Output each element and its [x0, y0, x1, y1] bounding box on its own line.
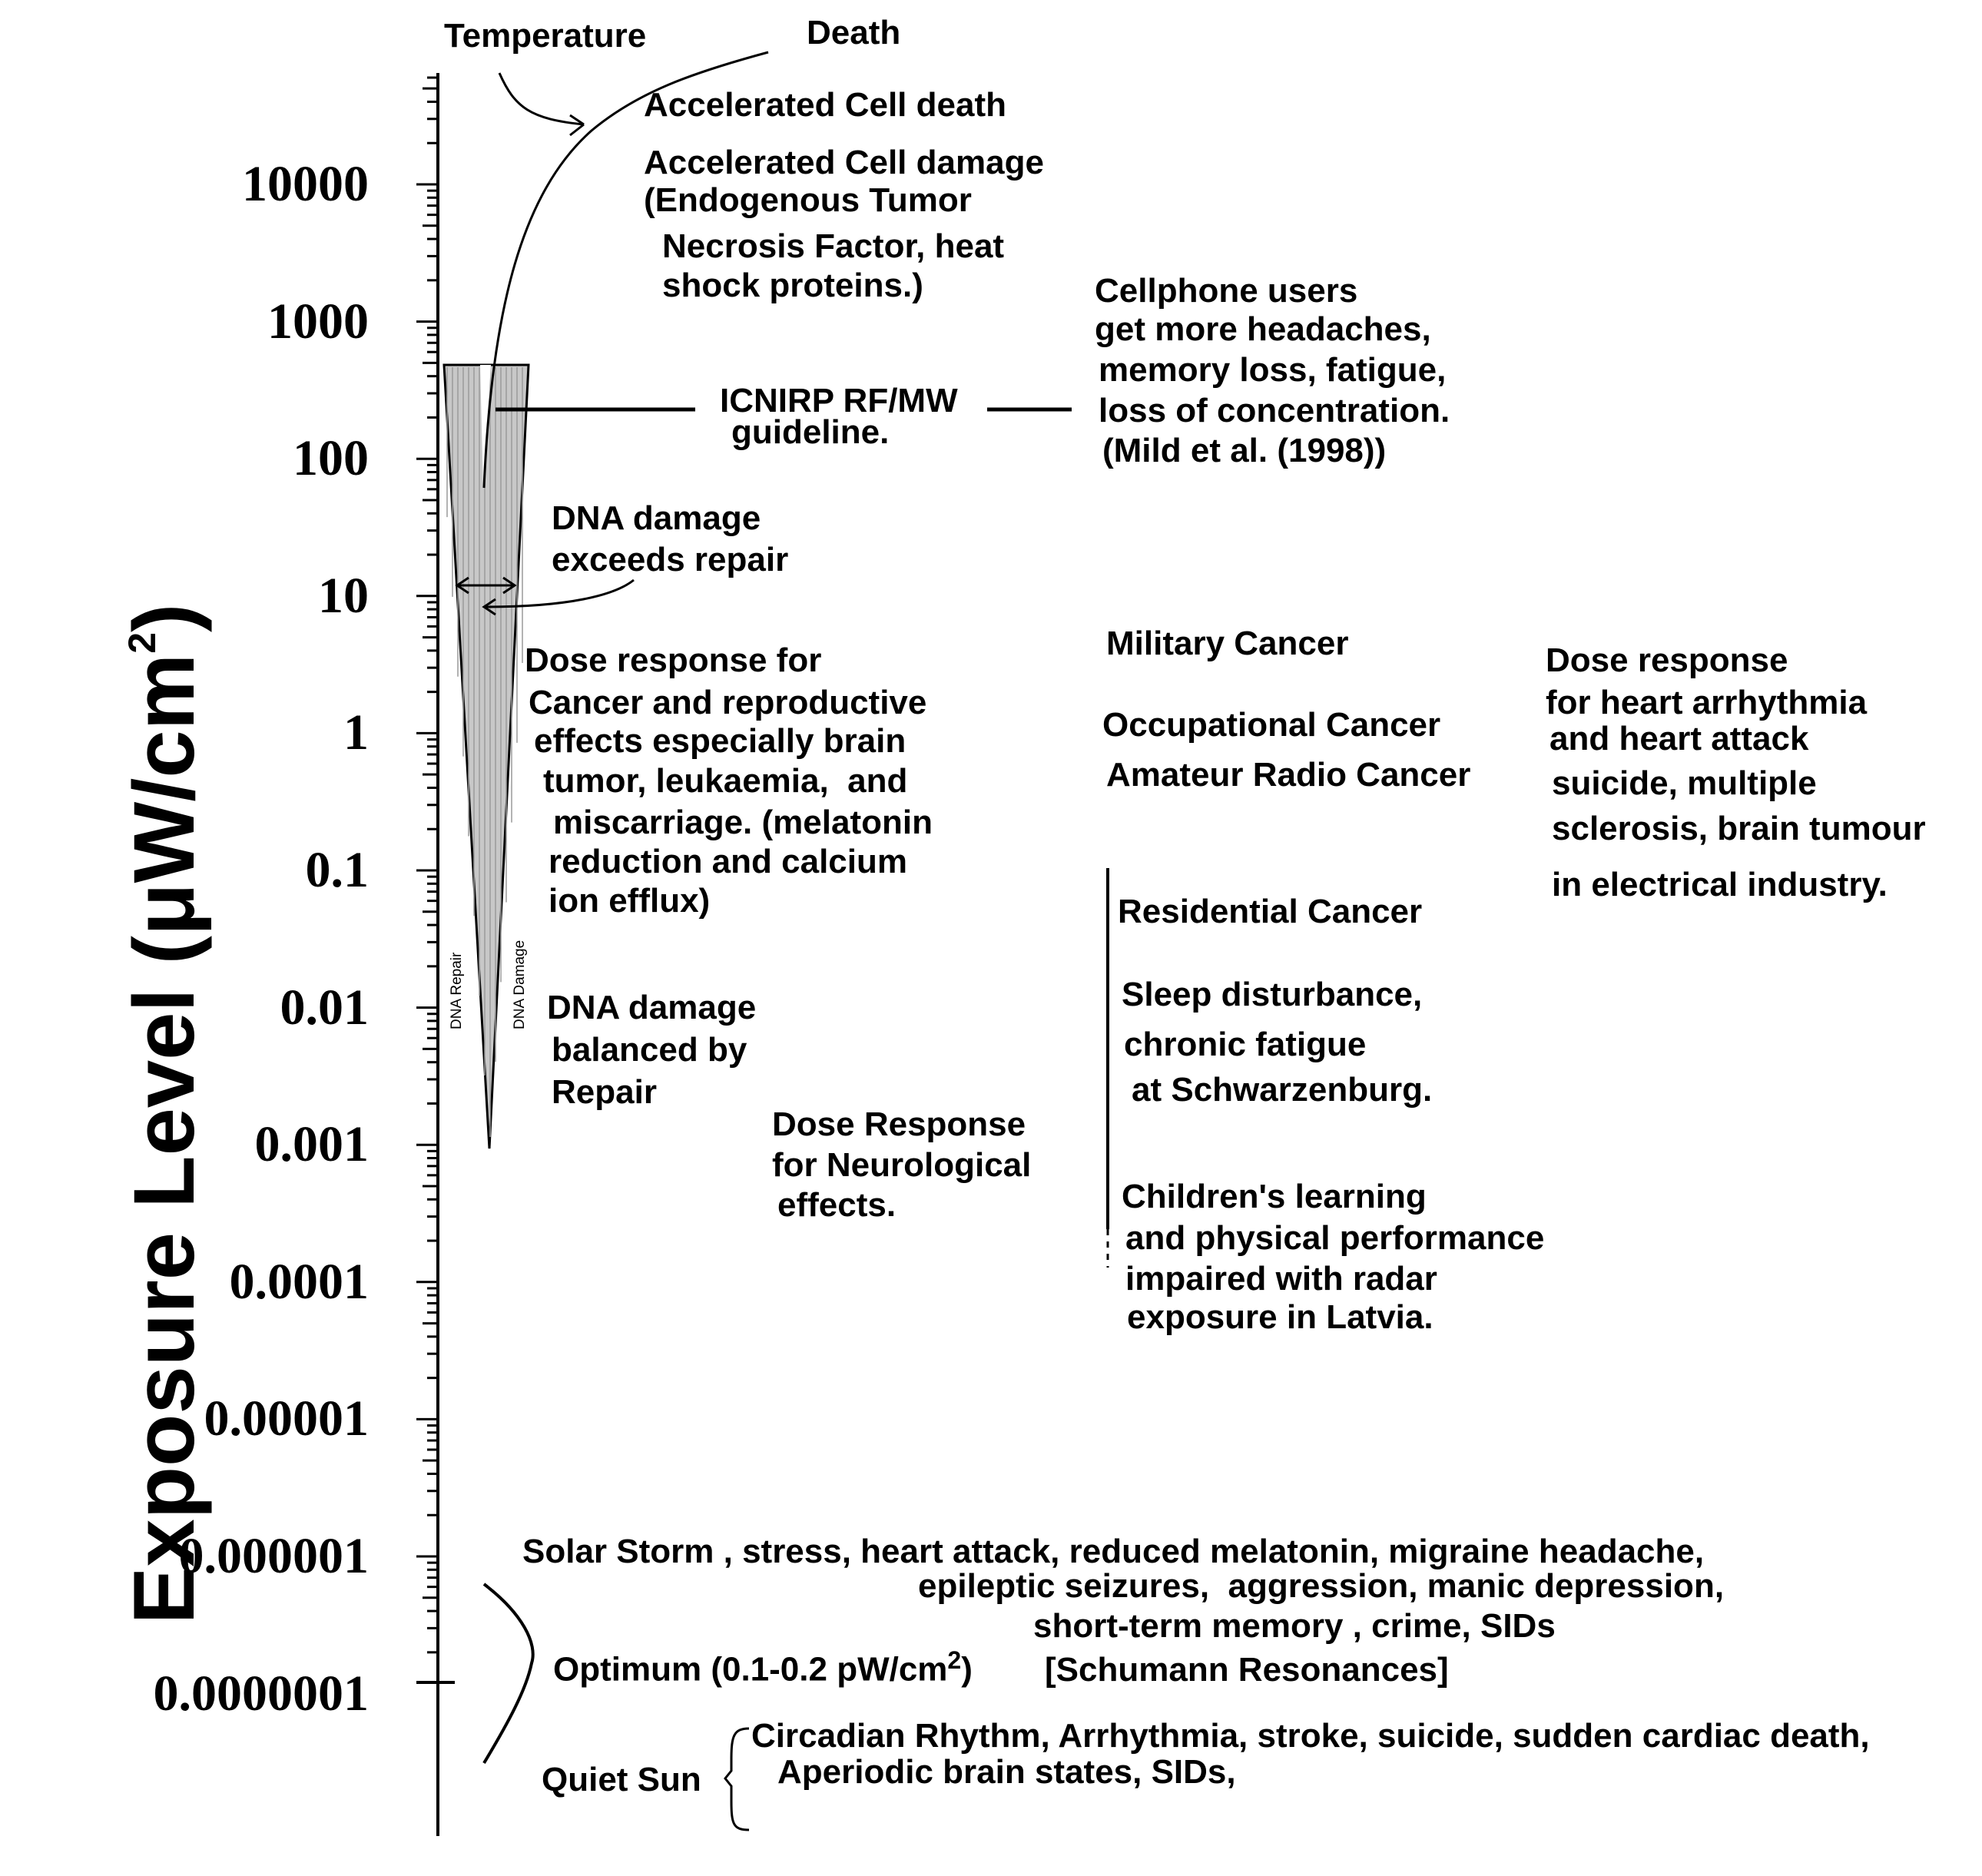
dose-cancer-line: effects especially brain [534, 722, 906, 760]
icnirp-line: ICNIRP RF/MW [720, 382, 958, 419]
solar-line: epileptic seizures, aggression, manic de… [918, 1567, 1725, 1605]
quiet-sun-label: Quiet Sun [542, 1761, 701, 1798]
dose-heart-line: for heart arrhythmia [1546, 684, 1868, 721]
tick-label: 1000 [267, 293, 369, 350]
dna-balanced-line: Repair [552, 1073, 657, 1111]
exposure-axis [416, 73, 455, 1836]
optimum-label: Optimum (0.1-0.2 pW/cm2) [553, 1640, 973, 1690]
tick-label: 0.0000001 [153, 1665, 370, 1722]
tick-label: 100 [293, 430, 369, 487]
temperature-curve [482, 51, 769, 489]
tick-label: 0.01 [280, 979, 370, 1036]
quiet-effects-line: Aperiodic brain states, SIDs, [777, 1753, 1236, 1791]
cell-damage-line: Necrosis Factor, heat [662, 227, 1005, 265]
wedge-width-arrowheads [455, 576, 517, 595]
dose-cancer-line: reduction and calcium [549, 843, 907, 880]
axis-title-superscript: 2 [121, 631, 164, 654]
cellphone-line: memory loss, fatigue, [1099, 351, 1447, 389]
dose-cancer-line: tumor, leukaemia, and [543, 762, 908, 800]
icnirp-line: guideline. [731, 413, 890, 451]
dose-heart-line: in electrical industry. [1552, 866, 1888, 903]
dose-heart-line: suicide, multiple [1552, 764, 1817, 802]
cellphone-line: (Mild et al. (1998)) [1102, 432, 1387, 469]
children-line: Children's learning [1122, 1178, 1427, 1215]
children-line: and physical performance [1125, 1219, 1545, 1257]
solar-line: [Schumann Resonances] [1045, 1651, 1449, 1689]
optimum-superscript: 2 [947, 1646, 962, 1674]
cell-death-label: Accelerated Cell death [644, 86, 1006, 124]
dna-wedge [442, 363, 530, 1149]
death-label: Death [807, 14, 901, 51]
dose-cancer-line: miscarriage. (melatonin [553, 804, 933, 841]
cell-damage-line: (Endogenous Tumor [644, 181, 972, 219]
tick-label: 0.001 [254, 1116, 370, 1173]
dose-neuro-line: Dose Response [772, 1105, 1026, 1143]
sleep-line: at Schwarzenburg. [1132, 1071, 1433, 1109]
residential-cancer-label: Residential Cancer [1118, 893, 1423, 930]
cellphone-line: get more headaches, [1095, 310, 1431, 348]
cell-damage-line: shock proteins.) [662, 267, 923, 304]
dna-balanced-line: DNA damage [547, 989, 757, 1026]
tick-label: 10000 [242, 156, 369, 212]
dna-exceeds-arrowhead [482, 598, 496, 616]
temperature-label: Temperature [444, 17, 647, 55]
cell-damage-line: Accelerated Cell damage [644, 144, 1044, 181]
optimum-text: Optimum (0.1-0.2 pW/cm [553, 1650, 948, 1689]
tick-label: 0.000001 [178, 1528, 370, 1584]
solar-line: Solar Storm , stress, heart attack, redu… [522, 1533, 1705, 1570]
tick-label: 0.1 [305, 842, 370, 898]
sleep-line: Sleep disturbance, [1122, 976, 1423, 1013]
children-line: exposure in Latvia. [1127, 1298, 1433, 1336]
occupational-cancer-label: Occupational Cancer [1102, 706, 1441, 744]
dose-cancer-line: ion efflux) [549, 882, 711, 920]
dose-heart-line: Dose response [1546, 641, 1788, 679]
dose-cancer-line: Cancer and reproductive [529, 684, 927, 721]
temperature-arrow [498, 72, 585, 126]
dna-damage-label: DNA Damage [512, 940, 528, 1029]
dna-balanced-line: balanced by [552, 1031, 747, 1069]
dna-exceeds-line: DNA damage [552, 499, 761, 537]
temperature-arrowhead [569, 114, 585, 137]
dose-neuro-line: effects. [777, 1186, 897, 1224]
optimum-brace [482, 1583, 535, 1765]
sleep-line: chronic fatigue [1124, 1026, 1367, 1063]
dose-neuro-line: for Neurological [772, 1146, 1032, 1184]
axis-minor-ticks [416, 76, 438, 1654]
tick-label: 1 [343, 704, 369, 761]
dose-heart-line: and heart attack [1549, 720, 1809, 757]
military-cancer-label: Military Cancer [1106, 625, 1349, 662]
dna-repair-label: DNA Repair [449, 952, 465, 1029]
children-line: impaired with radar [1125, 1260, 1437, 1298]
dna-exceeds-line: exceeds repair [552, 541, 789, 578]
cellphone-line: loss of concentration. [1099, 392, 1450, 429]
dna-exceeds-arrow [483, 578, 635, 608]
cellphone-line: Cellphone users [1095, 272, 1358, 310]
tick-label: 10 [318, 567, 369, 624]
tick-label: 0.00001 [204, 1390, 370, 1447]
optimum-close: ) [961, 1650, 973, 1689]
tick-label: 0.0001 [229, 1253, 370, 1310]
quiet-sun-brace [724, 1727, 750, 1831]
dose-heart-line: sclerosis, brain tumour [1552, 810, 1926, 847]
amateur-radio-cancer-label: Amateur Radio Cancer [1106, 756, 1471, 794]
wedge-notch [480, 365, 491, 488]
quiet-effects-line: Circadian Rhythm, Arrhythmia, stroke, su… [751, 1717, 1870, 1755]
dose-cancer-line: Dose response for [525, 641, 822, 679]
solar-line: short-term memory , crime, SIDs [1033, 1607, 1556, 1645]
